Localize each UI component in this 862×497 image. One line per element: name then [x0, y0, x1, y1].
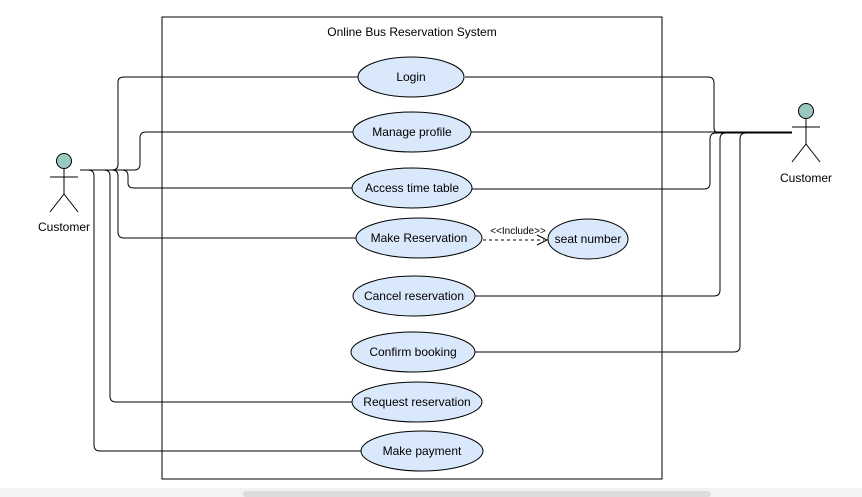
use-case-label: seat number [555, 232, 622, 246]
use-case-label: Cancel reservation [364, 289, 464, 303]
use-case-label: Make Reservation [371, 231, 468, 245]
use-case-login[interactable]: Login [357, 56, 465, 98]
use-case-cancel-reservation[interactable]: Cancel reservation [352, 275, 476, 317]
actor-head-icon [56, 153, 72, 169]
assoc-right-confirm-booking [475, 132, 792, 353]
actor-right-label: Customer [780, 171, 832, 185]
assoc-left-access-time-table [80, 169, 352, 189]
use-case-confirm-booking[interactable]: Confirm booking [350, 331, 476, 373]
actor-left[interactable] [49, 153, 79, 213]
include-relation: <<Include>> [483, 226, 549, 246]
assoc-right-cancel-reservation [475, 132, 792, 297]
use-case-label: Make payment [383, 444, 462, 458]
use-case-label: Request reservation [363, 395, 470, 409]
use-case-make-reservation[interactable]: Make Reservation [355, 217, 483, 259]
system-title: Online Bus Reservation System [327, 25, 496, 39]
use-case-label: Access time table [365, 181, 459, 195]
use-case-seat-number[interactable]: seat number [547, 218, 629, 260]
assoc-left-make-payment [80, 169, 361, 452]
use-case-access-time-table[interactable]: Access time table [351, 167, 473, 209]
assoc-right-access-time-table [472, 132, 792, 190]
actor-head-icon [798, 103, 814, 119]
use-case-request-reservation[interactable]: Request reservation [351, 381, 483, 423]
actor-left-label: Customer [38, 220, 90, 234]
assoc-left-make-reservation [80, 169, 356, 239]
right-actor-associations [465, 76, 792, 353]
use-case-label: Login [396, 70, 425, 84]
use-case-make-payment[interactable]: Make payment [360, 430, 484, 472]
use-case-label: Confirm booking [369, 345, 456, 359]
use-case-manage-profile[interactable]: Manage profile [352, 111, 472, 153]
include-label: <<Include>> [490, 226, 546, 237]
assoc-left-manage-profile [80, 131, 353, 171]
actor-right[interactable] [791, 103, 821, 163]
assoc-left-request-reservation [80, 169, 352, 403]
left-actor-associations [80, 76, 361, 452]
horizontal-scrollbar-thumb[interactable] [243, 491, 711, 497]
use-case-label: Manage profile [372, 125, 452, 139]
